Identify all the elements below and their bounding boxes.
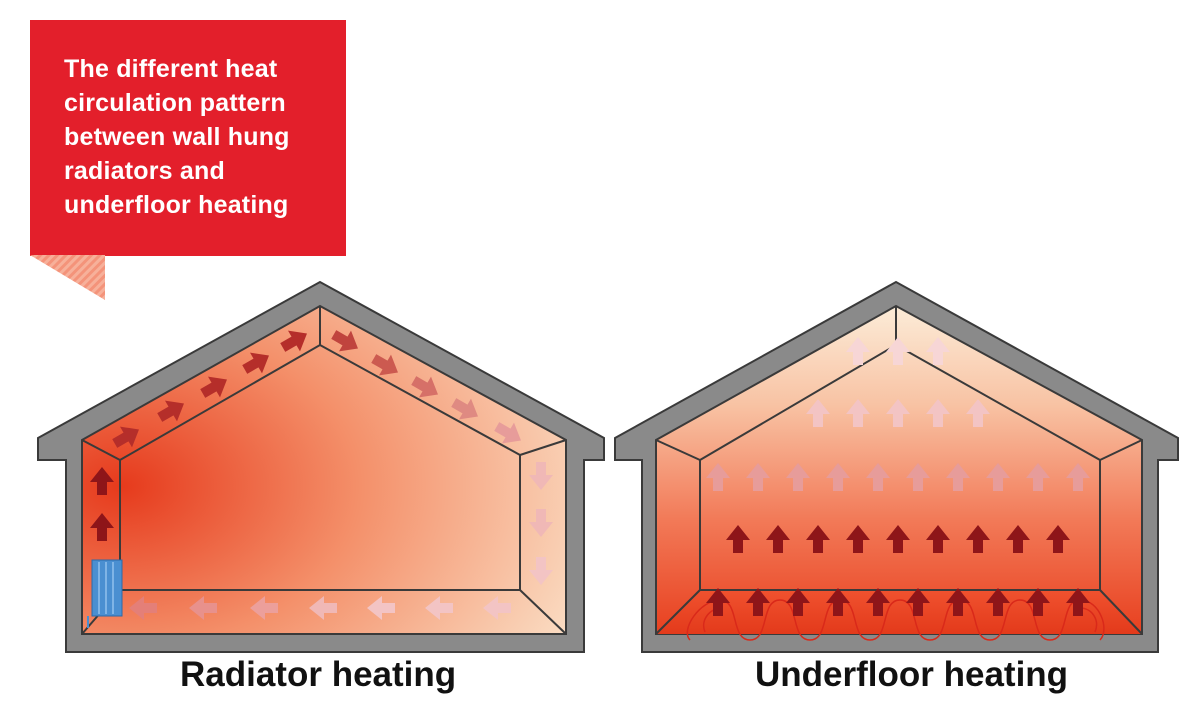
callout-box: The different heat circulation pattern b… (30, 20, 346, 256)
underfloor-caption: Underfloor heating (755, 655, 1069, 694)
floor-surface (656, 590, 1142, 634)
callout-line: The different heat (64, 55, 278, 83)
back-wall-edge (699, 343, 1101, 591)
callout-line: between wall hung (64, 123, 290, 151)
radiator-caption: Radiator heating (180, 655, 457, 694)
radiator-icon (87, 559, 123, 628)
callout-line: radiators and (64, 157, 225, 185)
room-interior (81, 304, 567, 635)
underfloor-house (614, 280, 1179, 653)
callout-tail (30, 255, 105, 300)
callout-title: The different heat circulation pattern b… (64, 52, 344, 222)
callout-line: underfloor heating (64, 191, 289, 219)
callout-line: circulation pattern (64, 89, 286, 117)
radiator-house (37, 280, 605, 653)
